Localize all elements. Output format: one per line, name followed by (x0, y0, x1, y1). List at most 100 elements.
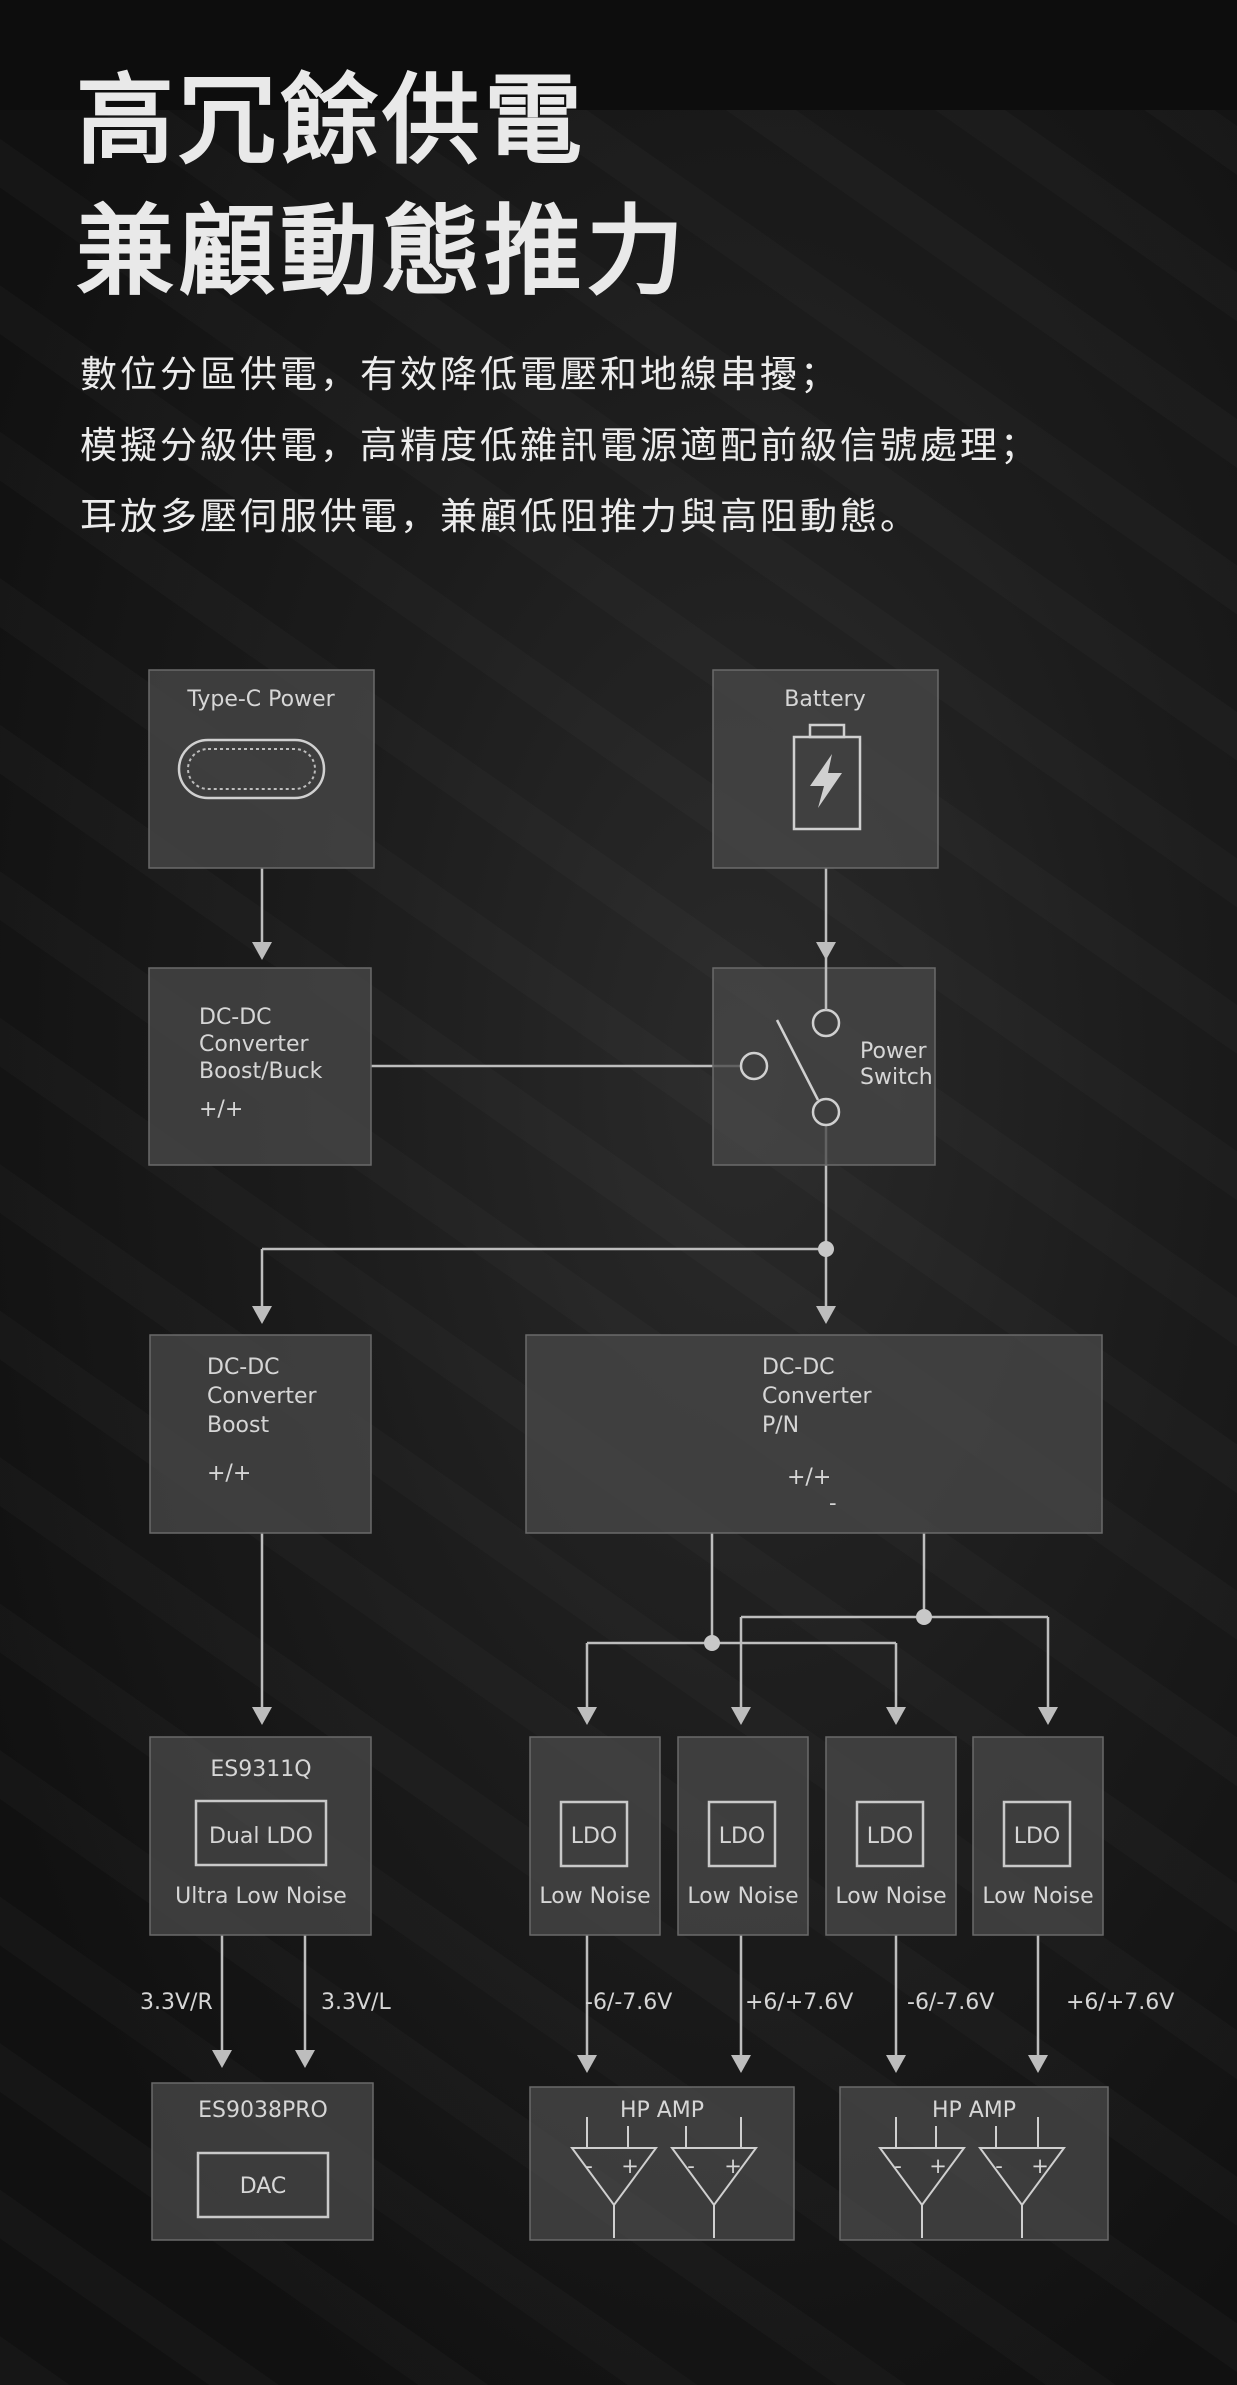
dcdc-boost-block: DC-DC Converter Boost +/+ (149, 1334, 372, 1534)
amp2b-minus: - (995, 2154, 1003, 2178)
ldo4-inner-box (1002, 1800, 1072, 1868)
hp-amp1-box (529, 2086, 795, 2241)
switch-lever-icon (775, 1019, 820, 1101)
amp1b-minus: - (687, 2154, 695, 2178)
arrow-amp1-pos (731, 2055, 751, 2073)
arrow-rail-l (295, 2050, 315, 2068)
dcdc-boost-buck-block: DC-DC Converter Boost/Buck +/+ (148, 967, 372, 1166)
op-amp-2a-icon (878, 2147, 966, 2207)
rail-label-ldo2: +6/+7.6V (745, 1990, 853, 2015)
hp-amp2-box (839, 2086, 1109, 2241)
arrow-amp1-neg (577, 2055, 597, 2073)
amp1b-plus: + (724, 2154, 742, 2178)
ldo2-inner: LDO (719, 1824, 766, 1849)
typec-power-block: Type-C Power (148, 669, 375, 869)
hp-amp-block-1: HP AMP - + - + (529, 2086, 795, 2241)
ldo4-caption: Low Noise (982, 1884, 1093, 1909)
amp2a-plus: + (929, 2154, 947, 2178)
hp-amp2-label: HP AMP (932, 2098, 1016, 2123)
arrow-es9311q (252, 1707, 272, 1725)
junction-dot-pos (916, 1609, 932, 1625)
dcdc-pn-box (525, 1334, 1103, 1534)
dcdc-boost-line2: Converter (207, 1384, 318, 1409)
switch-terminal-left-icon (739, 1051, 769, 1081)
dual-ldo-inner-box (194, 1799, 328, 1867)
switch-terminal-bottom-icon (811, 1097, 841, 1127)
dcdc-boost-line1: DC-DC (207, 1355, 280, 1380)
es9038pro-block: ES9038PRO DAC (151, 2082, 374, 2241)
top-band (0, 0, 1237, 110)
typec-box (148, 669, 375, 869)
subtitle-line-3: 耳放多壓伺服供電，兼顧低阻推力與高阻動態。 (80, 495, 920, 538)
rail-label-l: 3.3V/L (321, 1990, 391, 2015)
rail-label-r: 3.3V/R (140, 1990, 213, 2015)
ldo1-box (529, 1736, 661, 1936)
arrow-amp2-neg (886, 2055, 906, 2073)
arrow-rail-r (212, 2050, 232, 2068)
battery-label: Battery (784, 687, 865, 712)
ldo-block-4: LDO Low Noise (972, 1736, 1104, 1936)
dcdc1-line3: Boost/Buck (199, 1059, 323, 1084)
es9038pro-inner: DAC (240, 2174, 287, 2199)
dcdc1-sign: +/+ (199, 1097, 243, 1122)
title-line-2: 兼顧動態推力 (76, 195, 689, 309)
ldo1-caption: Low Noise (539, 1884, 650, 1909)
es9311q-inner: Dual LDO (209, 1824, 313, 1849)
ldo3-inner: LDO (867, 1824, 914, 1849)
battery-icon (792, 723, 862, 831)
usb-c-port-inner-icon (187, 748, 316, 790)
ldo-block-3: LDO Low Noise (825, 1736, 957, 1936)
dcdc-pn-sign-minus: - (829, 1491, 837, 1515)
usb-c-port-icon (177, 738, 326, 800)
amp1a-minus: - (585, 2154, 593, 2178)
dcdc-boost-sign: +/+ (207, 1461, 251, 1486)
junction-dot-neg (704, 1635, 720, 1651)
arrow-ldo3 (886, 1707, 906, 1725)
es9038pro-box (151, 2082, 374, 2241)
subtitle-line-1: 數位分區供電，有效降低電壓和地線串擾； (80, 353, 840, 396)
junction-dot-main (818, 1241, 834, 1257)
ldo3-caption: Low Noise (835, 1884, 946, 1909)
amp1a-plus: + (621, 2154, 639, 2178)
op-amp-1a-icon (570, 2147, 658, 2207)
es9311q-caption: Ultra Low Noise (175, 1884, 347, 1909)
dcdc-pn-block: DC-DC Converter P/N +/+ - (525, 1334, 1103, 1534)
rail-label-ldo4: +6/+7.6V (1066, 1990, 1174, 2015)
arrowheads (212, 942, 1058, 2073)
ldo-block-2: LDO Low Noise (677, 1736, 809, 1936)
arrow-pn (816, 1306, 836, 1324)
dcdc1-line1: DC-DC (199, 1005, 272, 1030)
battery-block: Battery (712, 669, 939, 869)
dcdc-pn-line2: Converter (762, 1384, 873, 1409)
es9311q-box (149, 1736, 372, 1936)
amp2b-plus: + (1031, 2154, 1049, 2178)
op-amp-2b-icon (978, 2147, 1066, 2207)
ldo3-inner-box (855, 1800, 925, 1868)
ldo2-box (677, 1736, 809, 1936)
arrow-ldo2 (731, 1707, 751, 1725)
switch-terminal-top-icon (811, 1008, 841, 1038)
rail-label-ldo3: -6/-7.6V (907, 1990, 994, 2015)
arrow-dcdc1 (252, 942, 272, 960)
ldo2-caption: Low Noise (687, 1884, 798, 1909)
dcdc-pn-sign-plus: +/+ (787, 1465, 831, 1490)
hp-amp-block-2: HP AMP - + - + (839, 2086, 1109, 2241)
switch-line2: Switch (860, 1065, 933, 1090)
rail-label-ldo1: -6/-7.6V (585, 1990, 672, 2015)
dcdc-boost-box (149, 1334, 372, 1534)
hp-amp1-label: HP AMP (620, 2098, 704, 2123)
dcdc1-box (148, 967, 372, 1166)
ldo4-inner: LDO (1014, 1824, 1061, 1849)
dcdc-pn-line3: P/N (762, 1413, 799, 1438)
amp2a-minus: - (894, 2154, 902, 2178)
ldo-block-1: LDO Low Noise (529, 1736, 661, 1936)
ldo3-box (825, 1736, 957, 1936)
title-line-1: 高冗餘供電 (76, 64, 587, 178)
power-switch-block: Power Switch (712, 945, 936, 1166)
arrow-amp2-pos (1028, 2055, 1048, 2073)
ldo4-box (972, 1736, 1104, 1936)
es9311q-label: ES9311Q (210, 1757, 311, 1782)
ldo1-inner-box (559, 1800, 629, 1868)
dac-inner-box (196, 2151, 330, 2219)
